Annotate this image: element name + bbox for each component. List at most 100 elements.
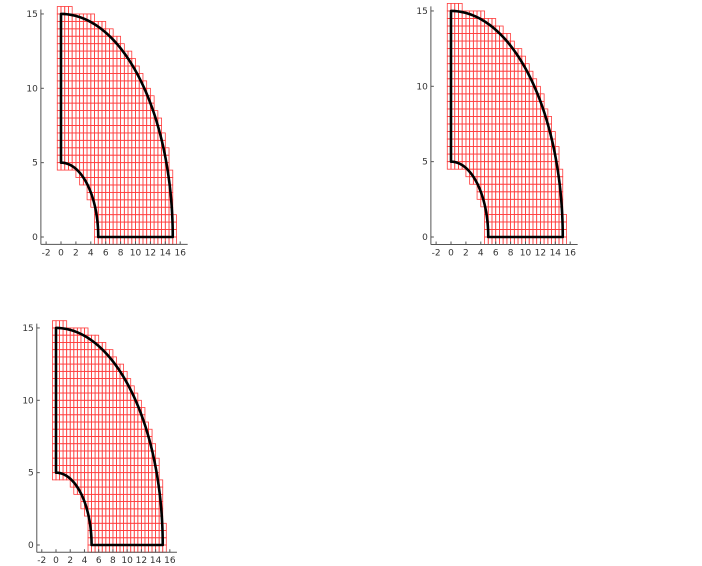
grid-cell xyxy=(135,221,140,230)
grid-cell xyxy=(112,407,117,416)
grid-cell xyxy=(64,87,69,97)
grid-cell xyxy=(138,102,144,111)
grid-cell xyxy=(112,132,118,141)
grid-cell xyxy=(62,465,68,474)
grid-cell xyxy=(108,457,114,466)
grid-cell xyxy=(148,486,153,495)
grid-cell xyxy=(120,87,125,97)
grid-cell xyxy=(540,131,545,140)
grid-cell xyxy=(458,18,463,27)
grid-cell xyxy=(133,508,139,517)
grid-cell xyxy=(80,472,85,481)
grid-cell xyxy=(91,450,96,459)
grid-cell xyxy=(510,116,515,125)
grid-cell xyxy=(517,161,523,170)
grid-cell xyxy=(80,421,85,430)
grid-cell xyxy=(94,154,99,164)
grid-cell xyxy=(525,131,530,140)
grid-cell xyxy=(59,334,64,343)
grid-cell xyxy=(517,191,523,200)
grid-cell xyxy=(123,465,128,474)
grid-cell xyxy=(91,493,96,502)
grid-cell xyxy=(131,132,136,141)
grid-cell xyxy=(101,147,107,156)
grid-cell xyxy=(469,161,474,170)
grid-cell xyxy=(82,95,88,104)
grid-cell xyxy=(112,385,117,394)
grid-cell xyxy=(68,43,73,52)
grid-cell xyxy=(123,117,129,126)
grid-cell xyxy=(101,206,107,216)
grid-cell xyxy=(506,138,512,147)
grid-cell xyxy=(137,508,142,517)
grid-cell xyxy=(495,63,500,72)
grid-cell xyxy=(506,213,512,223)
grid-cell xyxy=(506,55,512,65)
grid-cell xyxy=(525,183,530,193)
grid-cell xyxy=(499,63,504,72)
grid-cell xyxy=(131,139,136,149)
grid-cell xyxy=(112,125,118,134)
grid-cell xyxy=(480,146,485,155)
grid-cell xyxy=(97,65,103,74)
grid-cell xyxy=(62,436,68,445)
grid-cell xyxy=(510,206,515,215)
grid-cell xyxy=(532,213,538,223)
grid-cell xyxy=(108,501,114,510)
grid-cell xyxy=(127,50,133,59)
x-tick-label: 0 xyxy=(53,556,59,566)
grid-cells xyxy=(446,3,567,245)
grid-cell xyxy=(109,87,114,97)
grid-cell xyxy=(64,50,69,59)
grid-cell xyxy=(108,465,114,474)
grid-cell xyxy=(94,421,100,430)
grid-cell xyxy=(547,146,552,155)
grid-cell xyxy=(146,199,151,208)
grid-cell xyxy=(461,116,467,125)
x-tick-label: -2 xyxy=(37,556,46,566)
grid-cell xyxy=(472,33,478,42)
grid-cell xyxy=(525,146,530,155)
grid-cell xyxy=(543,168,549,178)
grid-cell xyxy=(108,522,114,531)
grid-cell xyxy=(94,356,100,365)
grid-cell xyxy=(109,95,114,104)
grid-cell xyxy=(94,407,100,416)
grid-cell xyxy=(101,414,107,423)
grid-cell xyxy=(528,176,534,185)
grid-cell xyxy=(517,198,523,208)
grid-cell xyxy=(476,55,482,65)
grid-cell xyxy=(105,191,110,201)
grid-cell xyxy=(461,153,467,163)
grid-cell xyxy=(164,206,170,216)
x-tick-label: -2 xyxy=(42,248,51,258)
grid-cell xyxy=(73,428,78,437)
grid-cell xyxy=(513,108,519,117)
grid-cell xyxy=(506,63,512,72)
grid-cell xyxy=(547,183,552,193)
grid-cell xyxy=(149,95,155,104)
x-tick-label: 0 xyxy=(58,248,64,258)
grid-cell xyxy=(458,48,463,57)
grid-cell xyxy=(90,87,95,97)
grid-cell xyxy=(108,508,114,517)
x-tick-label: 8 xyxy=(508,249,514,259)
grid-cell xyxy=(91,414,96,423)
grid-cell xyxy=(135,80,140,89)
grid-cell xyxy=(123,407,128,416)
grid-cell xyxy=(536,206,541,215)
grid-cell xyxy=(94,436,100,445)
grid-cell xyxy=(94,184,99,193)
grid-cell xyxy=(510,176,515,185)
grid-cell xyxy=(75,132,81,141)
grid-cell xyxy=(59,450,64,459)
grid-cell xyxy=(536,123,541,132)
grid-cell xyxy=(495,116,500,125)
grid-cell xyxy=(101,457,107,466)
grid-cell xyxy=(528,168,534,178)
grid-cell xyxy=(487,191,493,200)
grid-cell xyxy=(146,184,151,193)
grid-cell xyxy=(472,78,478,87)
grid-cell xyxy=(123,154,129,164)
